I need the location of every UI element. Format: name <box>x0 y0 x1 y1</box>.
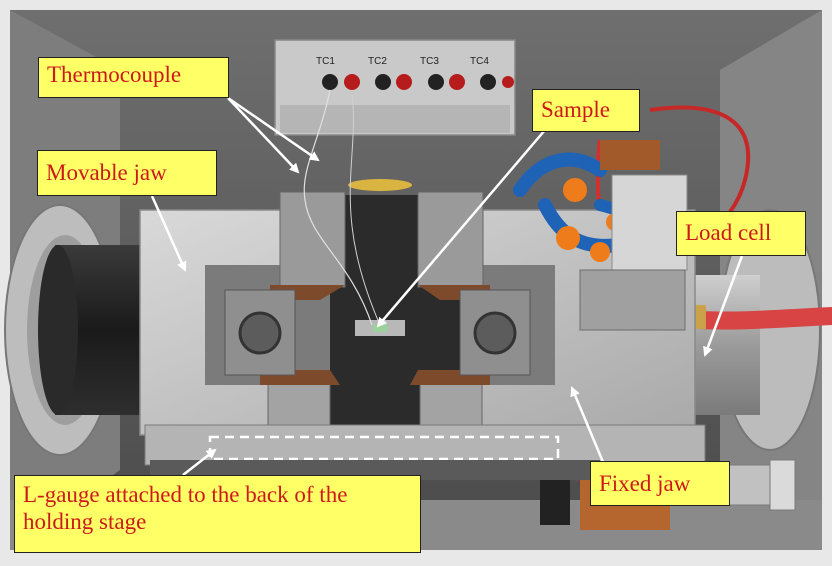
bottom-connector <box>540 480 570 525</box>
upper-right-grip <box>417 191 484 288</box>
bottom-right-knob <box>769 459 796 511</box>
left-actuator-end <box>38 245 78 415</box>
tc-connectors <box>322 74 514 90</box>
upper-left-grip <box>279 191 346 288</box>
copper-block-top <box>600 140 660 170</box>
label-thermocouple: Thermocouple <box>38 57 229 98</box>
label-movable-jaw: Movable jaw <box>37 150 217 196</box>
red-hose <box>691 307 832 330</box>
label-fixed-jaw: Fixed jaw <box>590 461 730 506</box>
tc-label-3: TC3 <box>420 56 439 67</box>
cooling-block <box>611 174 688 271</box>
thermocouple-wire-2 <box>349 94 381 326</box>
l-gauge-region <box>208 435 560 461</box>
label-load-cell: Load cell <box>676 211 806 256</box>
tc-label-2: TC2 <box>368 56 387 67</box>
window-reflection <box>348 179 412 191</box>
tc-panel-lower <box>280 105 510 133</box>
right-screw <box>473 311 517 355</box>
tc-label-4: TC4 <box>470 56 489 67</box>
tc-label-1: TC1 <box>316 56 335 67</box>
label-l-gauge: L-gauge attached to the back of the hold… <box>14 475 421 553</box>
left-screw <box>238 311 282 355</box>
sample-gauge <box>373 324 387 332</box>
label-sample: Sample <box>532 89 640 132</box>
clamp-block <box>579 269 686 331</box>
